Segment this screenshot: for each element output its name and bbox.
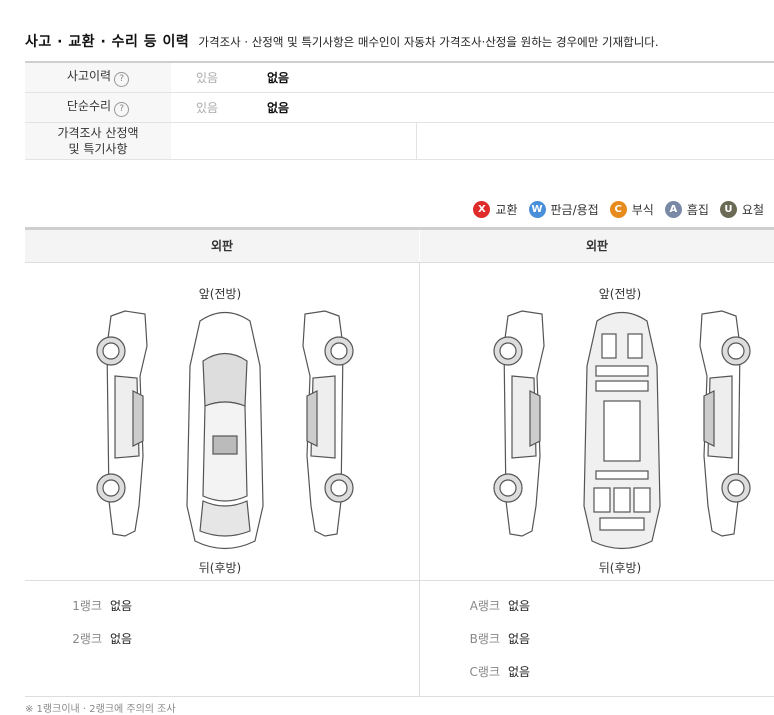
left-panel-header: 외판	[25, 230, 419, 263]
rank-label: A랭크	[463, 597, 500, 614]
accident-label-cell: 사고이력?	[25, 62, 171, 93]
section-note: 가격조사 · 산정액 및 특기사항은 매수인이 자동차 가격조사·산정을 원하는…	[198, 35, 658, 49]
right-front-caption: 앞(전방)	[560, 285, 680, 302]
accident-yes: 있음	[196, 69, 267, 86]
section-title: 사고 · 교환 · 수리 등 이력	[25, 34, 189, 50]
rank-row: C랭크 없음	[463, 663, 530, 680]
rank-label: 1랭크	[65, 597, 102, 614]
legend-item-corrosion: C 부식	[610, 201, 654, 218]
right-rear-caption: 뒤(후방)	[560, 559, 680, 576]
simple-repair-no: 없음	[267, 101, 289, 115]
legend-item-welding: W 판금/용접	[529, 201, 599, 218]
rank-row: 1랭크 없음	[65, 597, 132, 614]
left-front-caption: 앞(전방)	[160, 285, 280, 302]
simple-repair-help-icon[interactable]: ?	[114, 102, 129, 117]
accident-help-icon[interactable]: ?	[114, 72, 129, 87]
frame-car-diagram[interactable]	[492, 306, 752, 556]
diagram-box: 외판 외판 앞(전방) 앞(전방) 뒤(후방) 뒤(후방)	[25, 227, 774, 697]
rank-value: 없음	[508, 632, 530, 646]
left-rear-caption: 뒤(후방)	[160, 559, 280, 576]
price-label-line2: 및 특기사항	[25, 141, 171, 157]
legend-item-scratch: A 흠집	[665, 201, 709, 218]
legend-item-dent: U 요철	[720, 201, 764, 218]
rank-row: B랭크 없음	[463, 630, 530, 647]
footnote: ※ 1랭크이내 · 2랭크에 주의의 조사	[25, 700, 176, 715]
price-label-cell: 가격조사 산정액 및 특기사항	[25, 123, 171, 160]
simple-repair-yes: 있음	[196, 99, 267, 116]
accident-label: 사고이력	[67, 69, 111, 83]
welding-badge-icon: W	[529, 201, 546, 218]
dent-badge-icon: U	[720, 201, 737, 218]
price-note-cell	[417, 123, 774, 160]
legend-label-welding: 판금/용접	[551, 201, 599, 218]
rank-value: 없음	[508, 599, 530, 613]
price-row: 가격조사 산정액 및 특기사항	[25, 123, 774, 160]
rank-label: 2랭크	[65, 630, 102, 647]
legend-label-dent: 요철	[742, 201, 764, 218]
right-panel-header: 외판	[420, 230, 774, 263]
rank-row: A랭크 없음	[463, 597, 530, 614]
section-title-row: 사고 · 교환 · 수리 등 이력 가격조사 · 산정액 및 특기사항은 매수인…	[25, 31, 659, 51]
rank-divider	[25, 580, 774, 581]
rank-value: 없음	[110, 599, 132, 613]
rank-label: B랭크	[463, 630, 500, 647]
legend-label-exchange: 교환	[495, 201, 517, 218]
scratch-badge-icon: A	[665, 201, 682, 218]
simple-repair-label: 단순수리	[67, 99, 111, 113]
price-value-cell	[171, 123, 417, 160]
panel-divider	[419, 262, 420, 696]
corrosion-badge-icon: C	[610, 201, 627, 218]
accident-no: 없음	[267, 71, 289, 85]
legend-label-scratch: 흠집	[687, 201, 709, 218]
rank-label: C랭크	[463, 663, 500, 680]
rank-value: 없음	[110, 632, 132, 646]
damage-legend: X 교환 W 판금/용접 C 부식 A 흠집 U 요철	[462, 201, 764, 218]
legend-label-corrosion: 부식	[632, 201, 654, 218]
price-label-line1: 가격조사 산정액	[25, 125, 171, 141]
rank-value: 없음	[508, 665, 530, 679]
legend-item-exchange: X 교환	[473, 201, 517, 218]
exchange-badge-icon: X	[473, 201, 490, 218]
simple-repair-label-cell: 단순수리?	[25, 93, 171, 123]
exterior-car-diagram[interactable]	[95, 306, 355, 556]
rank-row: 2랭크 없음	[65, 630, 132, 647]
